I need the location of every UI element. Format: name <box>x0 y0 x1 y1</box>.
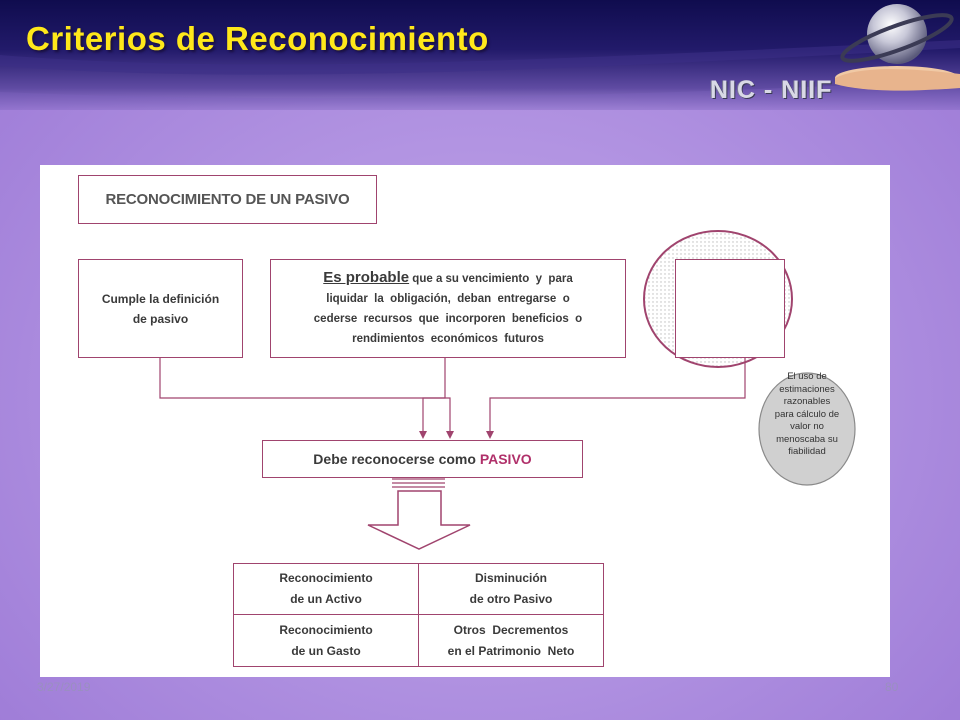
criterion-probable-line-1: Es probable que a su vencimiento y para <box>323 268 572 289</box>
header-swoosh <box>0 40 960 110</box>
result-liability-line-1: Disminución <box>474 571 547 585</box>
result-expense-line-1: Reconocimiento <box>279 622 373 637</box>
conclusion-box: Debe reconocerse como PASIVO <box>262 440 583 478</box>
note-bubble <box>758 372 856 486</box>
result-equity-line-1: Otros Decrementos <box>453 622 569 637</box>
result-expense-line-2: de un Gasto <box>291 643 361 658</box>
criterion-probable-line-4: rendimientos económicos futuros <box>352 333 544 345</box>
criterion-definition-line-2: de pasivo <box>132 311 189 326</box>
note-line-1: El uso de <box>787 371 827 383</box>
globe-hand-logo <box>835 4 960 91</box>
conclusion-highlight: PASIVO <box>479 451 532 467</box>
slide-page-number: 80 <box>885 680 899 694</box>
result-asset-line-1: Reconocimiento <box>279 571 373 585</box>
criterion-probable-box: Es probable que a su vencimiento y para … <box>270 259 626 358</box>
slide-title: Criterios de Reconocimiento <box>26 20 489 57</box>
note-line-6: menoscaba su <box>776 433 838 445</box>
result-equity-line-2: en el Patrimonio Neto <box>447 643 575 658</box>
result-liability-line-2: de otro Pasivo <box>469 592 553 606</box>
criterion-definition-box: Cumple la definición de pasivo <box>78 259 243 358</box>
probable-lead: Es probable <box>323 269 410 286</box>
result-liability-decrease: Disminución de otro Pasivo <box>419 564 603 615</box>
diagram-heading-box: RECONOCIMIENTO DE UN PASIVO <box>78 175 377 224</box>
criterion-reliability-box <box>675 259 785 358</box>
slide-date: 3/27/2019 <box>37 680 91 694</box>
results-grid: Reconocimiento de un Activo Disminución … <box>233 563 604 667</box>
note-line-4: para cálculo de <box>774 408 840 420</box>
estimation-note: El uso de estimaciones razonables para c… <box>759 363 855 467</box>
probable-text-1: que a su vencimiento y para <box>409 273 573 285</box>
note-line-3: razonables <box>783 396 831 408</box>
result-asset-line-2: de un Activo <box>290 592 362 606</box>
result-expense-recognition: Reconocimiento de un Gasto <box>234 615 419 666</box>
result-equity-decrease: Otros Decrementos en el Patrimonio Neto <box>419 615 603 666</box>
note-line-5: valor no <box>790 421 824 433</box>
note-line-2: estimaciones <box>779 383 835 395</box>
diagram-panel: RECONOCIMIENTO DE UN PASIVO Cumple la de… <box>40 165 890 677</box>
note-line-7: fiabilidad <box>788 446 826 458</box>
criterion-definition-line-1: Cumple la definición <box>101 291 220 306</box>
criterion-probable-line-3: cederse recursos que incorporen benefici… <box>313 313 583 325</box>
diagram-heading: RECONOCIMIENTO DE UN PASIVO <box>105 191 350 208</box>
criterion-probable-line-2: liquidar la obligación, deban entregarse… <box>326 293 570 305</box>
result-asset-recognition: Reconocimiento de un Activo <box>234 564 419 615</box>
down-arrow <box>367 490 471 550</box>
nic-niif-logo: NIC - NIIF <box>710 76 833 104</box>
conclusion-prefix: Debe reconocerse como <box>313 451 480 467</box>
